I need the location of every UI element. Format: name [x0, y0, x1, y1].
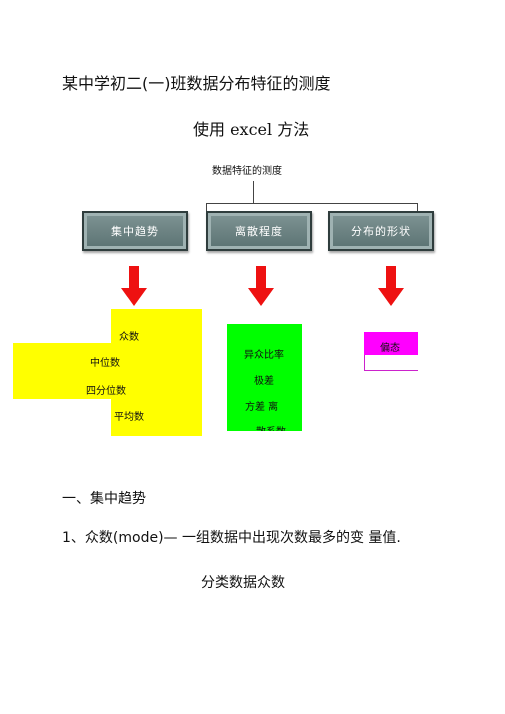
shape-outline-left [364, 355, 365, 371]
box-distribution-shape: 分布的形状 [328, 211, 434, 251]
shape-panel [364, 332, 418, 355]
measure-mean: 平均数 [114, 412, 144, 423]
connector-stem [253, 181, 254, 203]
connector-drop-right [417, 203, 418, 211]
measure-variance: 方差 离 [245, 402, 279, 413]
document-title: 某中学初二(一)班数据分布特征的测度 [62, 74, 331, 93]
measure-quartile: 四分位数 [86, 386, 126, 397]
box-central-tendency-label: 集中趋势 [111, 225, 159, 238]
box-distribution-shape-label: 分布的形状 [351, 225, 411, 238]
arrow-down-icon [121, 266, 147, 306]
measure-coefficient-of-variation: 散系数 [256, 423, 286, 431]
arrow-down-icon [248, 266, 274, 306]
connector-drop-middle [206, 203, 207, 211]
measure-skewness: 偏态 [380, 343, 400, 354]
definition-mode: 1、众数(mode)— 一组数据中出现次数最多的变 量值. [62, 530, 401, 546]
box-central-tendency: 集中趋势 [82, 211, 188, 251]
shape-outline-bottom [364, 370, 418, 371]
box-dispersion: 离散程度 [206, 211, 312, 251]
dispersion-panel: 异众比率 极差 方差 离 散系数 [227, 324, 302, 431]
central-tendency-panel [111, 309, 202, 436]
subheading-categorical-mode: 分类数据众数 [201, 575, 285, 591]
measure-variation-ratio: 异众比率 [244, 350, 284, 361]
box-dispersion-label: 离散程度 [235, 225, 283, 238]
section-heading: 一、集中趋势 [62, 491, 146, 507]
measure-mode: 众数 [119, 332, 139, 343]
measure-range: 极差 [254, 376, 274, 387]
arrow-down-icon [378, 266, 404, 306]
central-tendency-band [13, 343, 111, 399]
connector-bar [206, 203, 417, 204]
document-subtitle: 使用 excel 方法 [193, 120, 310, 139]
measure-median: 中位数 [90, 358, 120, 369]
diagram-title: 数据特征的测度 [212, 166, 282, 177]
